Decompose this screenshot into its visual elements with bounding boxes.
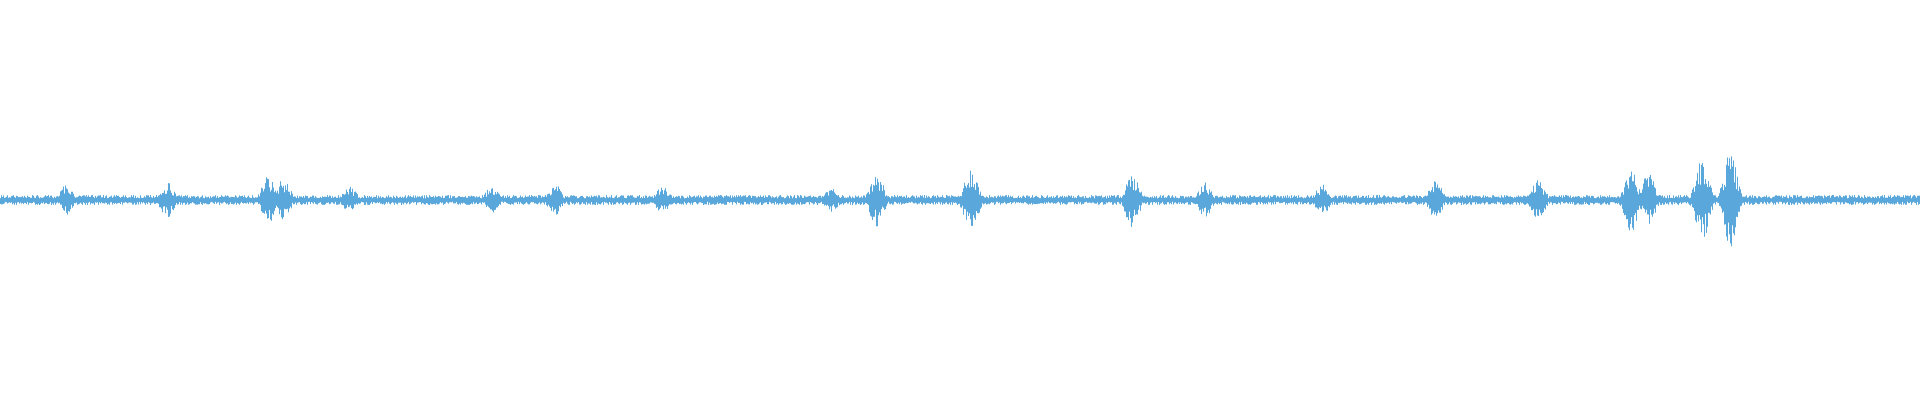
- waveform-trace: [0, 156, 1920, 247]
